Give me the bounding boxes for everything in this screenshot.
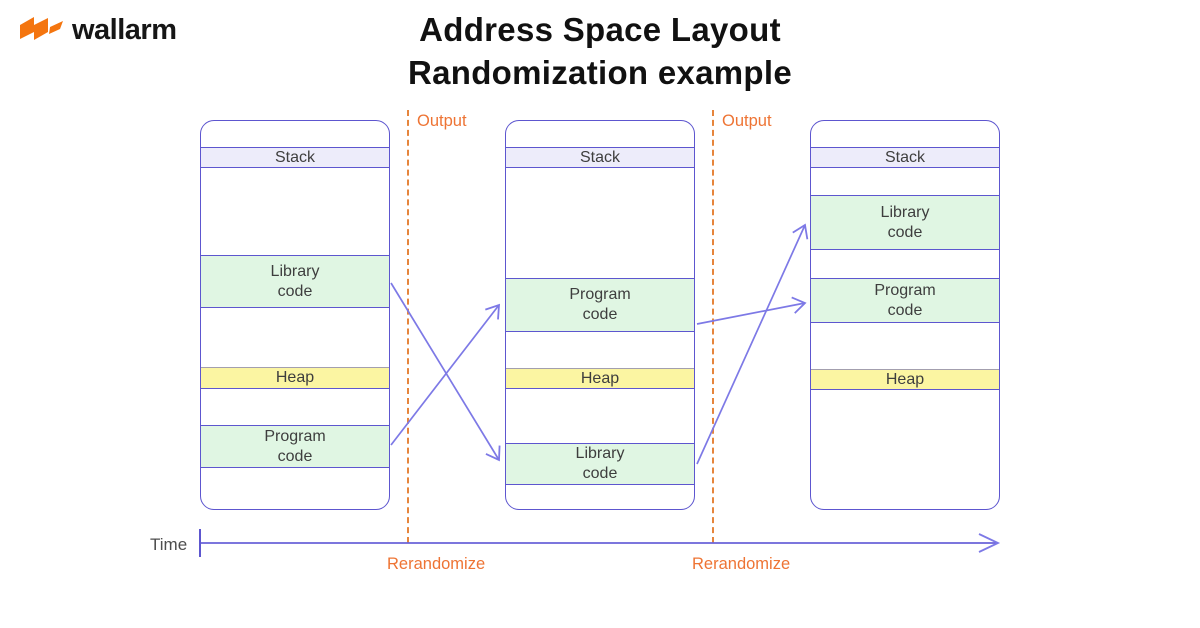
segment-program-code: Program code [201, 425, 389, 468]
output-label-2: Output [722, 112, 772, 130]
segment-stack: Stack [201, 147, 389, 168]
wallarm-logo-text: wallarm [72, 14, 177, 46]
segment-stack: Stack [811, 147, 999, 168]
segment-heap: Heap [201, 367, 389, 389]
segment-stack: Stack [506, 147, 694, 168]
segment-heap: Heap [811, 369, 999, 390]
segment-program-code: Program code [506, 278, 694, 332]
segment-heap: Heap [506, 368, 694, 389]
rerandomize-label-2: Rerandomize [692, 555, 791, 573]
segment-library-code: Library code [811, 195, 999, 250]
output-dashed-line-1 [407, 110, 409, 543]
output-dashed-line-2 [712, 110, 714, 543]
rerandomize-label-1: Rerandomize [387, 555, 486, 573]
wallarm-logo-icon [20, 16, 64, 45]
memory-layout-after-first-rerandomization: Stack Program code Heap Library code [505, 120, 695, 510]
page-title: Address Space Layout Randomization examp… [0, 8, 1200, 94]
memory-layout-initial: Stack Library code Heap Program code [200, 120, 390, 510]
segment-program-code: Program code [811, 278, 999, 323]
page-title-line1: Address Space Layout [419, 11, 781, 48]
segment-library-code: Library code [506, 443, 694, 485]
segment-library-code: Library code [201, 255, 389, 308]
output-label-1: Output [417, 112, 467, 130]
page-title-line2: Randomization example [407, 54, 793, 91]
memory-layout-after-second-rerandomization: Stack Library code Program code Heap [810, 120, 1000, 510]
wallarm-logo: wallarm [20, 14, 177, 47]
time-axis-label: Time [150, 535, 188, 554]
time-axis-arrowhead [978, 533, 1001, 553]
